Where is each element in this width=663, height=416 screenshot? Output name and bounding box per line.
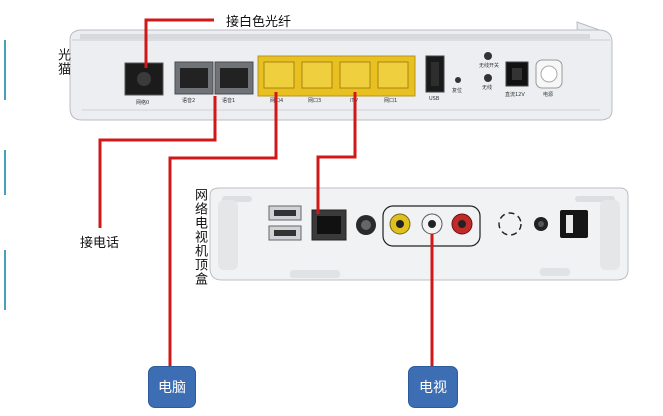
- wire-phone: [98, 96, 217, 228]
- wifi-switch-button: [484, 52, 492, 60]
- computer-box-label: 电脑: [158, 380, 186, 396]
- phone-label: 接电话: [80, 236, 120, 251]
- port-label-power-button: 电源: [543, 91, 553, 98]
- reset-button: [455, 77, 461, 83]
- connection-wires: [98, 18, 434, 368]
- set-top-box-label: 网络电视机顶盒: [192, 188, 207, 286]
- port-label-wifi: 无线: [482, 84, 492, 91]
- port-label-usb: USB: [429, 96, 440, 102]
- set-top-box: [209, 187, 629, 281]
- port-label-phone2: 语音2: [182, 97, 195, 104]
- tv-box: 电视: [408, 366, 458, 408]
- usb-port: [425, 55, 445, 93]
- stb-optical-out: [498, 212, 522, 236]
- rca-audio-left-port: [421, 213, 443, 235]
- lan-port-block: [257, 55, 416, 97]
- wire-itv: [316, 92, 357, 214]
- optical-port: [124, 62, 164, 96]
- stb-power-switch: [560, 210, 588, 238]
- port-label-power-in: 直流12V: [505, 91, 525, 98]
- rca-audio-right-port: [451, 213, 473, 235]
- tv-box-label: 电视: [419, 380, 447, 396]
- computer-box: 电脑: [148, 366, 196, 408]
- stb-svideo-port: [356, 215, 376, 235]
- port-label-wifi-toggle: 无线开关: [479, 62, 499, 69]
- power-button: [535, 59, 563, 89]
- left-edge-strip: [0, 0, 12, 416]
- port-label-phone1: 语音1: [222, 97, 235, 104]
- wire-computer: [168, 92, 278, 368]
- modem-label: 光猫: [55, 48, 70, 76]
- wire-fiber: [144, 18, 214, 68]
- stb-dc-jack: [534, 217, 548, 231]
- port-label-lan1: 网口1: [384, 98, 397, 104]
- phone-port-1: [214, 61, 254, 95]
- fiber-label: 接白色光纤: [226, 15, 292, 30]
- optical-modem: [69, 21, 613, 121]
- stb-usb-ports: [268, 205, 302, 241]
- port-label-optical: 网络0: [136, 99, 149, 106]
- rca-video-port: [389, 213, 411, 235]
- power-jack: [505, 61, 529, 87]
- port-label-lan3: 网口3: [308, 98, 321, 104]
- phone-port-2: [174, 61, 214, 95]
- stb-ethernet-port: [311, 209, 347, 241]
- port-label-reset: 复位: [452, 87, 462, 94]
